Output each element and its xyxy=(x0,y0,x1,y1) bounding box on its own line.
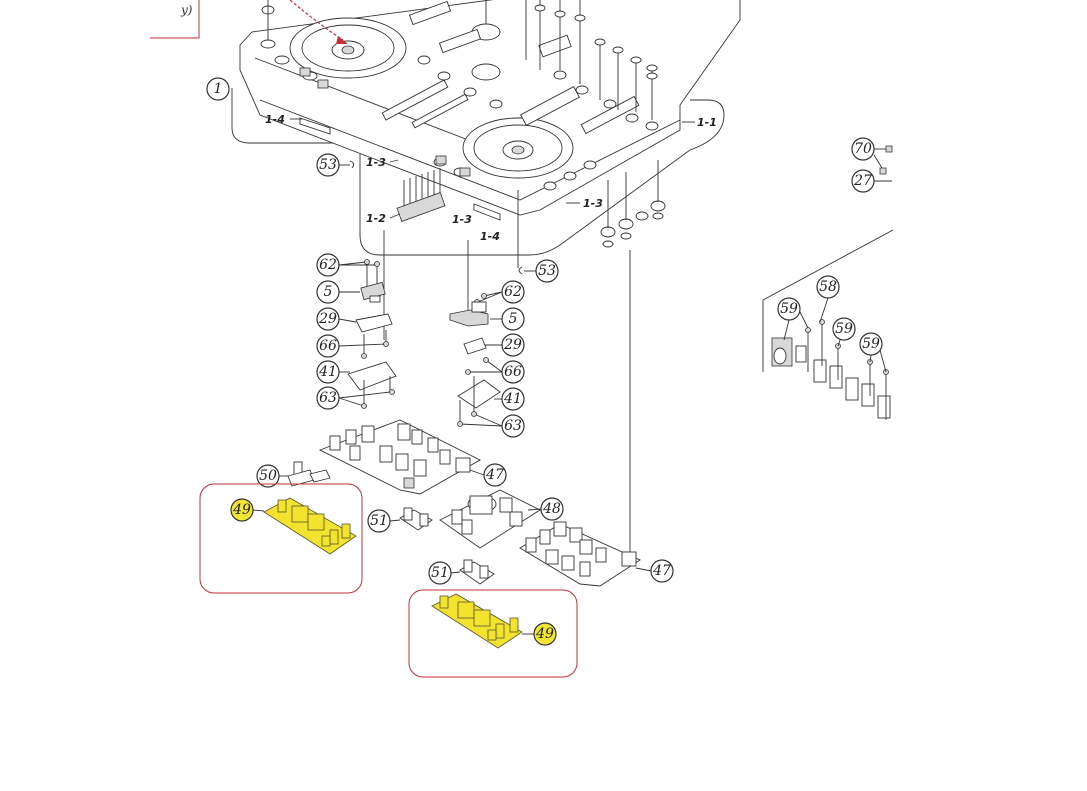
jack-panel: 58 59 59 59 xyxy=(762,229,894,420)
sub-label-1-2: 1-2 xyxy=(366,212,386,225)
callout-62a-label: 62 xyxy=(319,257,337,273)
callout-5b-label: 5 xyxy=(509,311,518,327)
callout-41b-label: 41 xyxy=(503,391,522,407)
sub-label-1-4a: 1-4 xyxy=(265,113,285,126)
sub-label-1-1: 1-1 xyxy=(697,116,717,129)
callout-63b-label: 63 xyxy=(504,418,522,434)
center-sub-assembly: 62 5 29 66 41 63 xyxy=(449,240,525,438)
callout-70-label: 70 xyxy=(854,141,872,157)
part-50: 50 xyxy=(256,461,331,488)
corner-note-text: y) xyxy=(180,3,193,17)
callout-51b-label: 51 xyxy=(431,565,449,581)
callout-29b-label: 29 xyxy=(503,337,522,353)
callout-5a-label: 5 xyxy=(324,284,333,300)
sub-label-1-4b: 1-4 xyxy=(480,230,500,243)
jog-wheel-left xyxy=(289,17,407,79)
jog-wheel-right xyxy=(462,117,574,179)
foot-right xyxy=(473,203,501,221)
callout-66a-label: 66 xyxy=(319,338,337,354)
callout-49a-label: 49 xyxy=(232,502,251,518)
corner-note: y) xyxy=(150,0,200,39)
part-51a: 51 xyxy=(367,507,433,533)
side-knobs xyxy=(600,160,666,248)
callout-1-label: 1 xyxy=(214,81,223,97)
top-plate-controls xyxy=(260,0,659,191)
highlight-box-49a: 49 xyxy=(199,483,363,594)
callout-48-label: 48 xyxy=(542,501,561,517)
callout-50-label: 50 xyxy=(259,468,277,484)
part-70-27: 70 27 xyxy=(851,137,893,193)
callout-62b-label: 62 xyxy=(504,284,522,300)
callout-63a-label: 63 xyxy=(319,390,337,406)
callout-53b-label: 53 xyxy=(538,263,556,279)
foot-left xyxy=(299,117,331,135)
highlight-box-49b: 49 xyxy=(408,589,578,678)
callout-51a-label: 51 xyxy=(370,513,388,529)
pcb-board-47a: 47 xyxy=(318,419,507,495)
main-assembly: 1 1-4 1-1 1-3 1-2 1-3 1-4 1-3 xyxy=(206,0,741,256)
callout-27-label: 27 xyxy=(853,173,872,189)
pcb-board-47b: 47 xyxy=(519,250,674,587)
callout-29a-label: 29 xyxy=(318,311,337,327)
callout-47b-label: 47 xyxy=(652,563,671,579)
knob-stems xyxy=(267,0,658,120)
callout-1 xyxy=(206,77,230,101)
callout-49b-label: 49 xyxy=(535,626,554,642)
pcb-board-48: 48 xyxy=(439,489,564,549)
part-51b: 51 xyxy=(428,559,495,585)
callout-41a-label: 41 xyxy=(318,364,337,380)
fader-strip xyxy=(396,168,446,222)
sub-label-1-3a: 1-3 xyxy=(366,156,386,169)
callout-53a-label: 53 xyxy=(319,157,337,173)
sub-label-1-3b: 1-3 xyxy=(452,213,472,226)
callout-66b-label: 66 xyxy=(504,364,522,380)
left-sub-assembly: 62 5 29 66 41 63 xyxy=(316,230,397,410)
callout-59b-label: 59 xyxy=(835,321,853,337)
callout-59c-label: 59 xyxy=(862,336,880,352)
callout-59a-label: 59 xyxy=(780,301,798,317)
sub-label-1-3c: 1-3 xyxy=(583,197,603,210)
callout-47a-label: 47 xyxy=(485,467,504,483)
callout-58-label: 58 xyxy=(819,279,837,295)
